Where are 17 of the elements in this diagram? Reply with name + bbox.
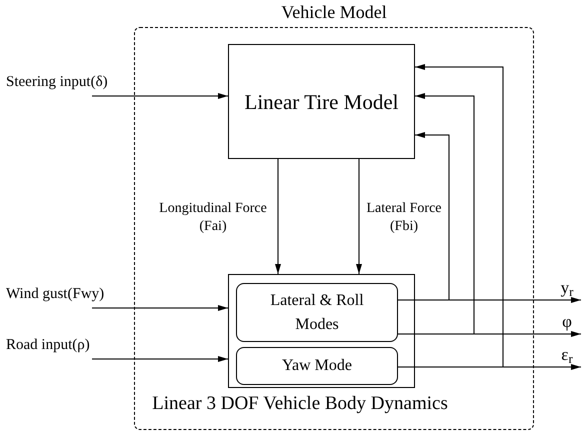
process-box: Linear Tire Model — [228, 44, 415, 159]
input-label: Wind gust(Fwy) — [6, 284, 136, 308]
arrow — [92, 93, 228, 99]
input-label: Road input(ρ) — [6, 335, 136, 359]
arrow — [92, 305, 228, 311]
output-label: φ — [553, 312, 581, 334]
arrow — [275, 158, 281, 274]
arrow — [92, 356, 228, 362]
frame-title: Linear 3 DOF Vehicle Body Dynamics — [151, 392, 449, 416]
frame-title: Vehicle Model — [280, 1, 388, 24]
output-label: ε$_{r}$ — [553, 345, 581, 367]
rounded-box: Yaw Mode — [236, 347, 398, 385]
rounded-box: Lateral & Roll Modes — [236, 283, 398, 342]
input-label: Steering input(δ) — [6, 72, 136, 96]
block-frame — [150, 274, 450, 416]
output-label: y$_{r}$ — [553, 278, 581, 300]
arrow — [356, 158, 362, 274]
